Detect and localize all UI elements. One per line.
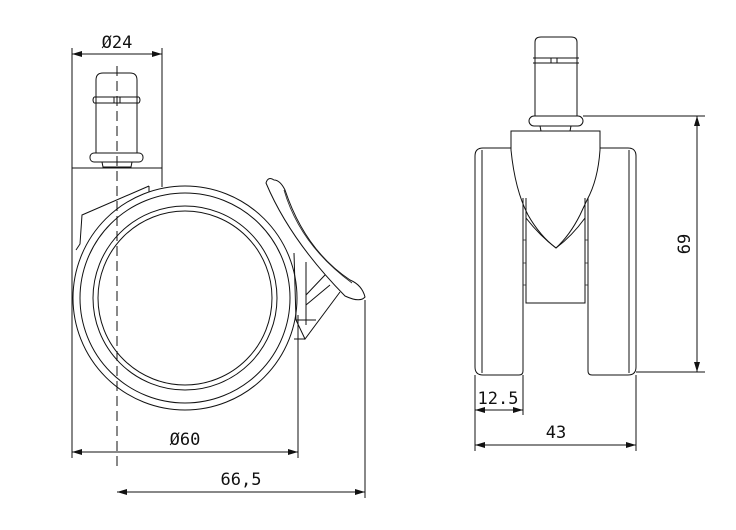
dimension-wheel-width: 12.5 bbox=[474, 375, 524, 451]
dimension-wheel-diameter: Ø60 bbox=[72, 315, 299, 458]
height-label: 69 bbox=[675, 234, 695, 254]
overall-width-label: 43 bbox=[546, 423, 566, 443]
wheel bbox=[72, 185, 298, 411]
brake-lever bbox=[265, 178, 366, 340]
stem-diameter-label: Ø24 bbox=[102, 33, 133, 53]
dimension-height: 69 bbox=[583, 115, 705, 373]
dimension-stem-diameter: Ø24 bbox=[71, 33, 163, 458]
front-stem bbox=[528, 36, 584, 132]
front-head bbox=[510, 130, 601, 249]
side-view: Ø24 Ø60 66,5 bbox=[71, 33, 366, 498]
dimension-overall-width: 43 bbox=[475, 375, 637, 451]
overall-length-label: 66,5 bbox=[221, 470, 262, 490]
wheel-diameter-label: Ø60 bbox=[170, 430, 201, 450]
front-legs bbox=[474, 147, 637, 376]
dimension-overall-length: 66,5 bbox=[117, 300, 366, 498]
wheel-width-label: 12.5 bbox=[478, 389, 519, 409]
front-view: 69 12.5 43 bbox=[474, 36, 705, 451]
